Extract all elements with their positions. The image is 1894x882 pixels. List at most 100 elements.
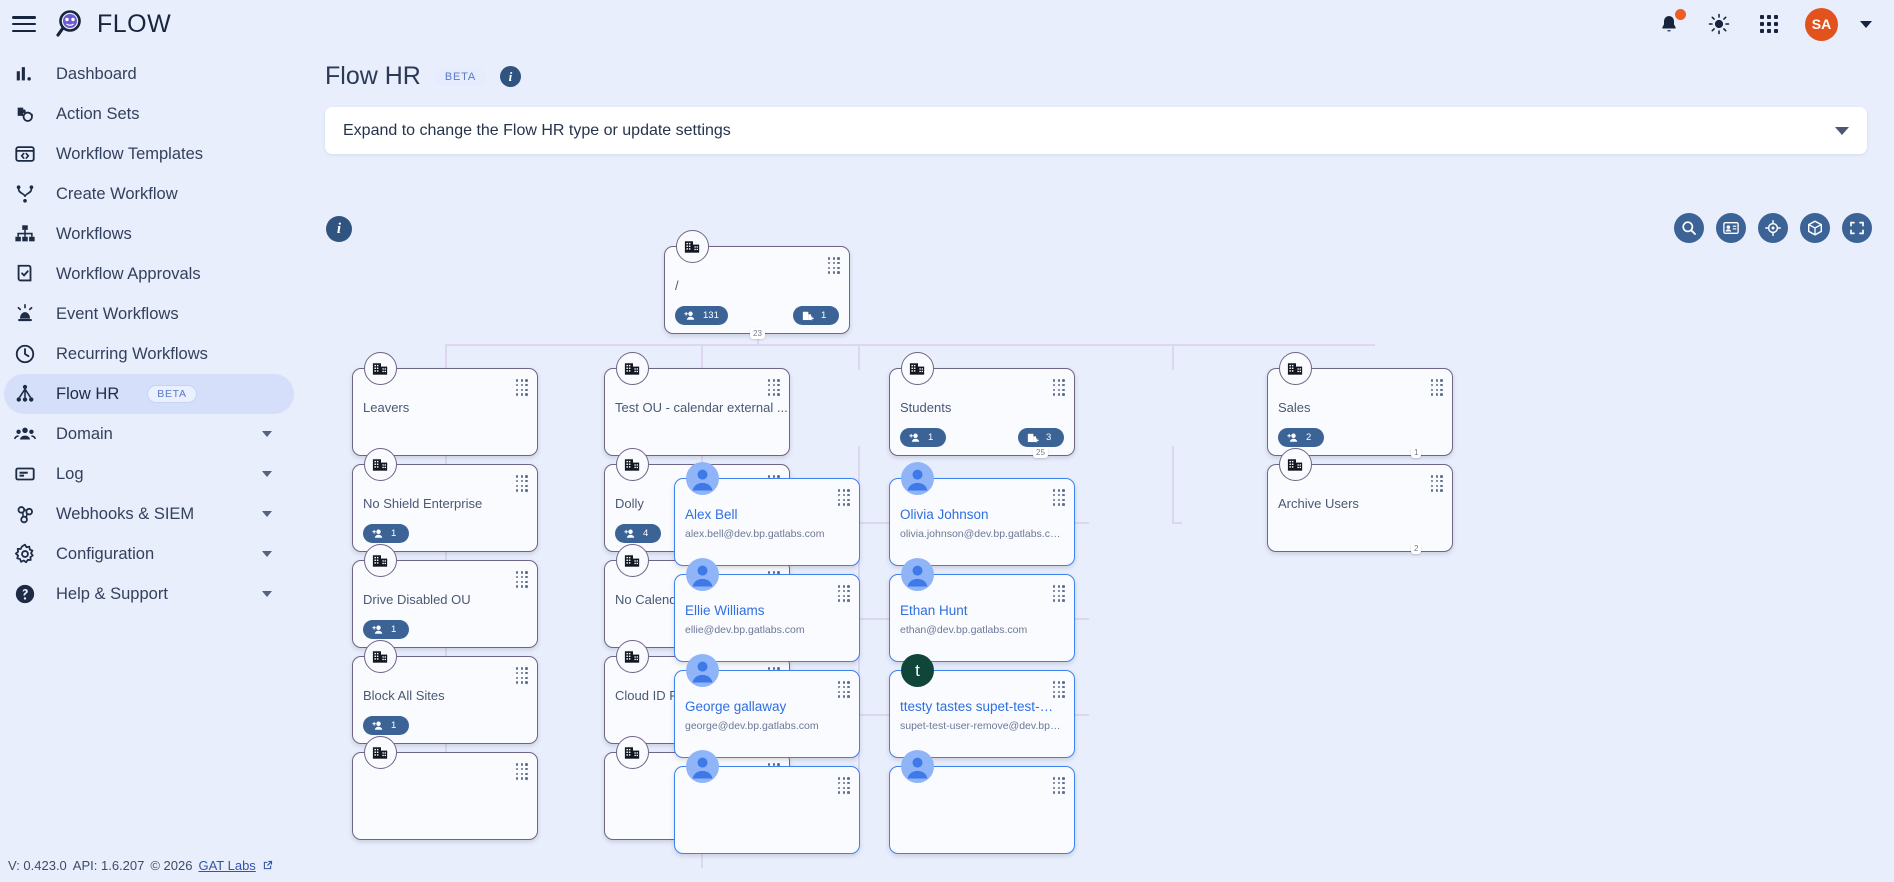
sidebar-item-webhooks-siem[interactable]: Webhooks & SIEM xyxy=(4,494,294,534)
drag-handle-icon[interactable] xyxy=(1052,681,1065,698)
center-target-icon[interactable] xyxy=(1758,213,1788,243)
sidebar-item-action-sets[interactable]: Action Sets xyxy=(4,94,294,134)
drag-handle-icon[interactable] xyxy=(767,379,780,396)
ou-node-root[interactable]: / 131 1 xyxy=(664,230,850,334)
canvas-info-icon[interactable]: i xyxy=(326,216,352,242)
drag-handle-icon[interactable] xyxy=(837,681,850,698)
tree-edge xyxy=(1172,522,1182,524)
ou-node[interactable]: Block All Sites 1 xyxy=(352,640,538,744)
notification-bell-icon[interactable] xyxy=(1655,9,1686,38)
chevron-down-icon[interactable] xyxy=(1835,126,1849,135)
users-count-badge[interactable]: 1 xyxy=(900,428,946,447)
ou-node-name: Archive Users xyxy=(1278,496,1359,511)
sidebar-item-event-workflows[interactable]: Event Workflows xyxy=(4,294,294,334)
sidebar-item-help-support[interactable]: Help & Support xyxy=(4,574,294,614)
sidebar-item-domain[interactable]: Domain xyxy=(4,414,294,454)
chevron-down-icon[interactable] xyxy=(262,591,272,597)
users-count-badge[interactable]: 1 xyxy=(363,716,409,735)
drag-handle-icon[interactable] xyxy=(1052,379,1065,396)
sidebar-item-label: Action Sets xyxy=(56,104,140,123)
edge-count-badge[interactable]: 23 xyxy=(750,328,765,339)
chevron-down-icon[interactable] xyxy=(262,511,272,517)
ou-count-badge[interactable]: 3 xyxy=(1018,428,1064,447)
users-count-badge[interactable]: 1 xyxy=(363,524,409,543)
expand-settings-bar[interactable]: Expand to change the Flow HR type or upd… xyxy=(325,107,1867,154)
sidebar-item-workflow-templates[interactable]: Workflow Templates xyxy=(4,134,294,174)
sidebar-item-recurring-workflows[interactable]: Recurring Workflows xyxy=(4,334,294,374)
edge-count-badge[interactable]: 1 xyxy=(1411,447,1422,458)
ou-node[interactable]: Test OU - calendar external ... xyxy=(604,352,790,456)
users-count-value: 1 xyxy=(391,624,397,635)
ou-node[interactable]: Leavers xyxy=(352,352,538,456)
drag-handle-icon[interactable] xyxy=(837,489,850,506)
sidebar-item-log[interactable]: Log xyxy=(4,454,294,494)
sidebar-item-create-workflow[interactable]: Create Workflow xyxy=(4,174,294,214)
ou-node-name: / xyxy=(675,278,679,293)
edge-count-badge[interactable]: 2 xyxy=(1411,543,1422,554)
apps-grid-icon[interactable] xyxy=(1755,10,1783,38)
users-count-value: 4 xyxy=(643,528,649,539)
drag-handle-icon[interactable] xyxy=(515,379,528,396)
drag-handle-icon[interactable] xyxy=(837,585,850,602)
drag-handle-icon[interactable] xyxy=(837,777,850,794)
drag-handle-icon[interactable] xyxy=(515,667,528,684)
drag-handle-icon[interactable] xyxy=(1052,489,1065,506)
avatar: t xyxy=(901,654,934,687)
drag-handle-icon[interactable] xyxy=(827,257,840,274)
package-3d-icon[interactable] xyxy=(1800,213,1830,243)
sidebar-item-workflows[interactable]: Workflows xyxy=(4,214,294,254)
user-card-icon[interactable] xyxy=(1716,213,1746,243)
avatar xyxy=(901,558,934,591)
gat-labs-link[interactable]: GAT Labs xyxy=(198,858,256,873)
sidebar-item-dashboard[interactable]: Dashboard xyxy=(4,54,294,94)
log-list-icon xyxy=(12,461,38,487)
drag-handle-icon[interactable] xyxy=(515,475,528,492)
sidebar-item-workflow-approvals[interactable]: Workflow Approvals xyxy=(4,254,294,294)
ou-node[interactable] xyxy=(352,736,538,840)
ou-count-badge[interactable]: 1 xyxy=(793,306,839,325)
drag-handle-icon[interactable] xyxy=(515,763,528,780)
tree-edge xyxy=(445,344,1375,346)
users-count-badge[interactable]: 2 xyxy=(1278,428,1324,447)
info-icon[interactable]: i xyxy=(499,66,521,87)
chevron-down-icon[interactable] xyxy=(262,471,272,477)
hierarchy-icon xyxy=(12,221,38,247)
org-chart-canvas[interactable]: i xyxy=(298,196,1894,882)
chevron-down-icon[interactable] xyxy=(262,431,272,437)
drag-handle-icon[interactable] xyxy=(1430,379,1443,396)
chevron-down-icon[interactable] xyxy=(1860,20,1872,28)
drag-handle-icon[interactable] xyxy=(1052,777,1065,794)
ou-node[interactable]: Sales 2 xyxy=(1267,352,1453,456)
chevron-down-icon[interactable] xyxy=(262,551,272,557)
users-count-badge[interactable]: 131 xyxy=(675,306,728,325)
ou-node-name: Drive Disabled OU xyxy=(363,592,471,607)
organization-icon xyxy=(1279,352,1312,385)
ou-node[interactable]: Drive Disabled OU 1 xyxy=(352,544,538,648)
sidebar-item-configuration[interactable]: Configuration xyxy=(4,534,294,574)
ou-node[interactable]: Students 1 3 xyxy=(889,352,1075,456)
users-count-badge[interactable]: 1 xyxy=(363,620,409,639)
edge-count-badge[interactable]: 25 xyxy=(1033,447,1048,458)
organization-icon xyxy=(364,544,397,577)
ou-node[interactable]: Archive Users xyxy=(1267,448,1453,552)
users-count-badge[interactable]: 4 xyxy=(615,524,661,543)
search-icon[interactable] xyxy=(1674,213,1704,243)
user-node[interactable] xyxy=(889,750,1075,854)
fullscreen-icon[interactable] xyxy=(1842,213,1872,243)
avatar[interactable]: SA xyxy=(1805,7,1838,41)
drag-handle-icon[interactable] xyxy=(515,571,528,588)
user-node[interactable] xyxy=(674,750,860,854)
drag-handle-icon[interactable] xyxy=(1052,585,1065,602)
brand[interactable]: FLOW xyxy=(54,7,171,41)
ou-node[interactable]: No Shield Enterprise 1 xyxy=(352,448,538,552)
menu-icon[interactable] xyxy=(10,14,38,34)
theme-sun-icon[interactable] xyxy=(1705,10,1733,38)
drag-handle-icon[interactable] xyxy=(1430,475,1443,492)
